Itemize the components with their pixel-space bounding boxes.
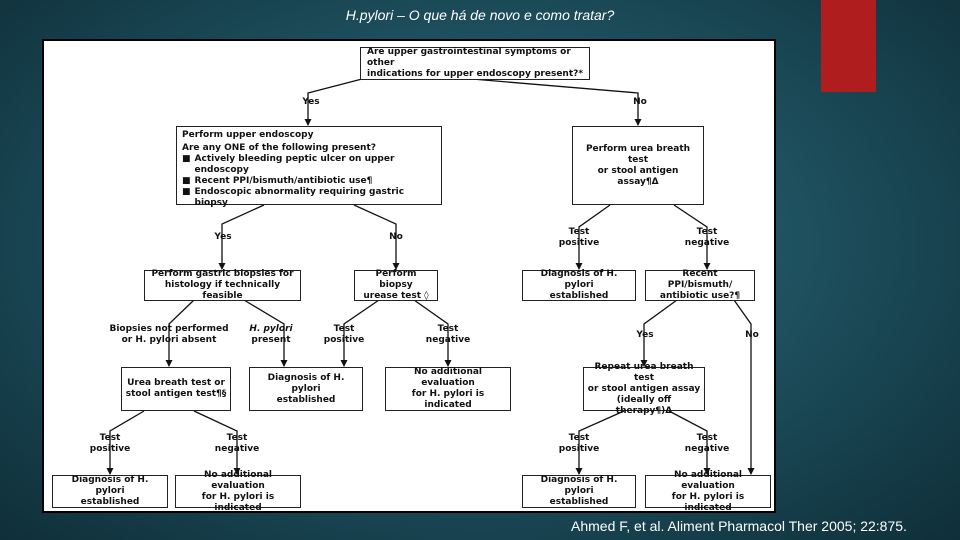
arrow-ppi-yes [640,299,678,367]
no-label-2: No [389,232,403,242]
no-additional-mid-box: No additional evaluation for H. pylori i… [385,367,511,411]
endoscopy-question: Are any ONE of the following present? [182,143,376,153]
urea-breath-line1: Perform urea breath test [585,143,691,165]
biopsy-urease-box: Perform biopsy urease test ◊ [354,269,438,301]
repeat-urea-box: Repeat urea breath test or stool antigen… [583,362,705,416]
citation: Ahmed F, et al. Aliment Pharmacol Ther 2… [571,518,907,534]
slide-title: H.pylori – O que há de novo e como trata… [345,7,615,23]
no-additional-bl-box: No additional evaluation for H. pylori i… [175,470,301,513]
no-label-3: No [745,330,759,340]
arrow-start-to-urea [471,78,642,126]
arrow-urea-positive [575,204,611,270]
arrow-ru-negative [668,410,711,475]
flowchart-arrows [106,78,755,475]
urea-stool-left-box: Urea breath test or stool antigen test¶§ [121,367,231,411]
arrow-ru-positive [575,410,625,475]
arrow-endoscopy-yes [218,204,265,270]
urea-breath-box: Perform urea breath test or stool antige… [572,126,704,205]
start-question-line1: Are upper gastrointestinal symptoms or o… [367,47,571,68]
arrow-endoscopy-no [353,204,400,270]
accent-bar [821,0,876,92]
diag-established-r1-box: Diagnosis of H. pylori established [522,269,636,301]
start-question-box: Are upper gastrointestinal symptoms or o… [360,47,590,80]
endoscopy-item-2: ■Recent PPI/bismuth/antibiotic use¶ [182,176,373,186]
arrow-gb-not-performed [165,299,195,367]
yes-label-2: Yes [214,232,232,242]
diag-bottom-left-box: Diagnosis of H. pylori established [52,475,168,508]
start-question-line2: indications for upper endoscopy present?… [367,69,584,79]
arrow-urease-positive [340,299,380,367]
arrow-ppi-no [733,299,755,475]
arrow-usl-negative [193,410,241,475]
recent-ppi-box: Recent PPI/bismuth/ antibiotic use?¶ [645,269,755,301]
urea-breath-line2: or stool antigen assay¶Δ [597,165,679,187]
endoscopy-box: Perform upper endoscopy Are any ONE of t… [176,126,442,208]
no-label-1: No [633,97,647,107]
diag-bottom-right-box: Diagnosis of H. pylori established [522,475,636,508]
diag-established-mid-box: Diagnosis of H. pylori established [249,367,363,411]
endoscopy-heading: Perform upper endoscopy [182,130,314,140]
flowchart-figure: Are upper gastrointestinal symptoms or o… [42,39,776,513]
arrow-urea-negative [673,204,711,270]
yes-label-3: Yes [636,330,654,340]
arrow-usl-positive [106,410,145,475]
arrow-urease-negative [413,299,452,367]
gastric-biopsies-box: Perform gastric biopsies for histology i… [144,269,301,301]
arrow-gb-present [243,299,288,367]
arrow-start-to-endoscopy [304,78,363,126]
endoscopy-item-1: ■Actively bleeding peptic ulcer on upper… [182,154,395,175]
no-additional-br-box: No additional evaluation for H. pylori i… [645,470,771,513]
endoscopy-item-3: ■Endoscopic abnormality requiring gastri… [182,187,405,208]
yes-label-1: Yes [302,97,320,107]
